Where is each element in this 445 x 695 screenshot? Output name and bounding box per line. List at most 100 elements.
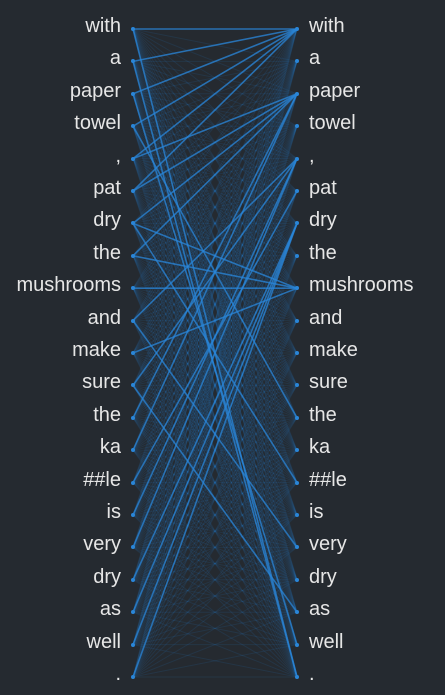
left-token[interactable]: pat (93, 177, 121, 199)
attention-link (132, 255, 298, 354)
strong-attention-link (132, 158, 298, 322)
attention-link (132, 546, 298, 613)
right-token[interactable]: is (309, 501, 324, 523)
left-token[interactable]: . (115, 663, 121, 685)
attention-link (132, 255, 298, 354)
right-anchor-dot (295, 156, 299, 161)
right-token[interactable]: the (309, 403, 337, 426)
left-anchor-dot (131, 351, 135, 355)
strong-attention-link (132, 93, 298, 257)
left-token[interactable]: sure (82, 371, 121, 394)
right-anchor-dot (295, 448, 299, 453)
right-token[interactable]: ##le (309, 468, 347, 491)
right-anchor-dot (295, 415, 299, 420)
attention-link (132, 417, 298, 678)
left-token[interactable]: paper (69, 79, 121, 102)
attention-link (132, 514, 298, 613)
attention-link (132, 385, 298, 581)
attention-link (132, 158, 298, 451)
left-token[interactable]: , (115, 144, 121, 167)
attention-link (132, 482, 298, 581)
attention-link (132, 449, 298, 645)
right-token[interactable]: very (309, 533, 347, 556)
left-anchor-dot (131, 189, 135, 193)
right-anchor-dot (295, 675, 299, 679)
attention-link (132, 93, 298, 289)
attention-link (132, 449, 298, 516)
left-anchor-dot (131, 253, 135, 258)
left-token[interactable]: is (106, 501, 121, 523)
strong-attention-link (132, 223, 298, 613)
attention-link (132, 93, 298, 289)
right-token[interactable]: ka (309, 436, 331, 459)
attention-link (132, 417, 298, 613)
right-token[interactable]: with (309, 15, 345, 37)
right-anchor-dot (295, 642, 299, 647)
right-token[interactable]: the (309, 241, 337, 264)
left-token[interactable]: with (85, 15, 121, 37)
left-token[interactable]: very (83, 533, 121, 556)
left-token[interactable]: well (86, 630, 121, 653)
attention-link (132, 449, 298, 678)
right-token[interactable]: , (309, 144, 315, 167)
right-token[interactable]: sure (309, 371, 348, 394)
attention-link (132, 93, 298, 678)
left-token[interactable]: the (93, 403, 121, 426)
attention-link (132, 93, 298, 516)
attention-link (132, 320, 298, 451)
attention-link (132, 126, 298, 645)
attention-link (132, 352, 298, 678)
right-token[interactable]: pat (309, 177, 337, 199)
attention-link (132, 482, 298, 548)
left-token[interactable]: dry (93, 209, 121, 232)
attention-link (132, 449, 298, 484)
right-token[interactable]: paper (309, 79, 361, 102)
attention-link (132, 352, 298, 678)
right-anchor-dot (295, 253, 299, 258)
right-token[interactable]: . (309, 663, 315, 685)
right-token[interactable]: make (309, 339, 358, 361)
attention-link (132, 417, 298, 516)
right-anchor-dot (295, 577, 299, 582)
attention-link (132, 93, 298, 321)
left-token[interactable]: ka (99, 436, 121, 459)
attention-link (132, 514, 298, 548)
left-token[interactable]: as (99, 598, 121, 621)
right-token[interactable]: dry (309, 565, 337, 588)
right-token[interactable]: towel (309, 112, 356, 135)
attention-link (132, 126, 298, 645)
left-token[interactable]: dry (93, 565, 121, 588)
attention-link (132, 385, 298, 548)
right-token[interactable]: dry (309, 209, 337, 232)
right-anchor-dot (295, 27, 299, 31)
attention-link (132, 288, 298, 678)
left-token[interactable]: a (109, 47, 121, 70)
attention-link (132, 546, 298, 646)
attention-link (132, 449, 298, 678)
attention-link (132, 611, 298, 646)
strong-attention-link (132, 222, 298, 484)
left-token[interactable]: the (93, 241, 121, 264)
left-anchor-dot (131, 675, 135, 679)
right-token[interactable]: mushrooms (309, 274, 414, 297)
attention-link (132, 482, 298, 678)
left-anchor-dot (131, 513, 135, 517)
left-token[interactable]: mushrooms (16, 274, 121, 297)
left-token[interactable]: towel (74, 112, 121, 135)
left-token[interactable]: ##le (83, 468, 121, 491)
attention-link (132, 514, 298, 645)
right-token[interactable]: and (309, 306, 343, 329)
strong-attention-link (132, 93, 298, 160)
attention-link (132, 514, 298, 645)
attention-link (132, 158, 298, 289)
right-token[interactable]: a (309, 47, 321, 70)
attention-link (132, 158, 298, 451)
attention-link (132, 158, 298, 224)
attention-link (132, 417, 298, 613)
right-token[interactable]: as (309, 598, 331, 621)
right-anchor-dot (295, 351, 299, 355)
left-token[interactable]: make (72, 339, 121, 361)
right-token[interactable]: well (309, 630, 344, 653)
left-token[interactable]: and (87, 306, 121, 329)
